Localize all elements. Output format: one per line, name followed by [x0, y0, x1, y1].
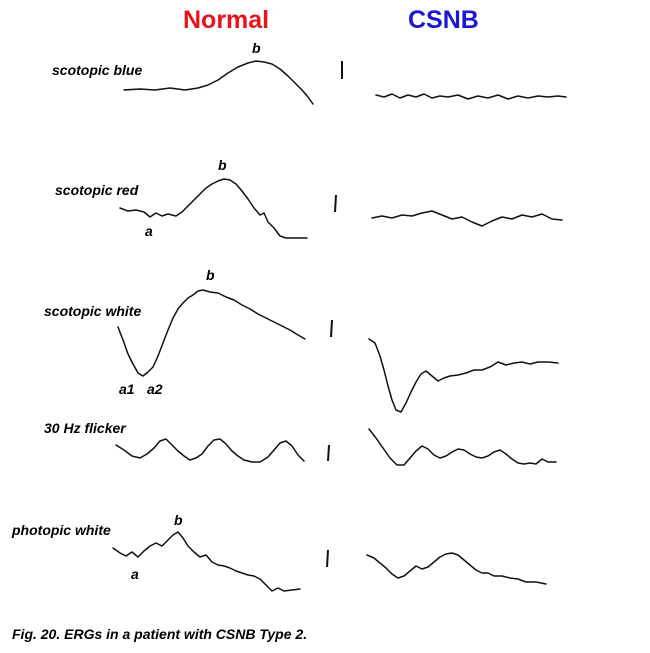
trace-normal-scotopic-red	[119, 178, 308, 239]
wave-label-b-photopic-white: b	[174, 512, 183, 528]
wave-label-a-photopic-white: a	[131, 566, 139, 582]
trace-normal-scotopic-white	[117, 289, 306, 377]
scale-bar-scotopic-white	[330, 319, 333, 338]
row-label-scotopic-white: scotopic white	[44, 303, 142, 319]
normal-column-header: Normal	[183, 6, 270, 34]
trace-normal-scotopic-blue	[123, 60, 314, 105]
scale-bar-30hz-flicker	[327, 444, 330, 462]
wave-label-a1-scotopic-white: a1	[119, 381, 135, 397]
wave-label-a-scotopic-red: a	[145, 223, 153, 239]
row-label-scotopic-blue: scotopic blue	[52, 62, 143, 78]
trace-normal-30hz-flicker	[115, 438, 305, 463]
trace-csnb-photopic-white	[366, 552, 547, 585]
row-label-scotopic-red: scotopic red	[55, 182, 139, 198]
csnb-column-header: CSNB	[408, 6, 479, 34]
figure-caption: Fig. 20. ERGs in a patient with CSNB Typ…	[12, 626, 308, 642]
scale-bar-photopic-white	[326, 549, 329, 568]
row-label-30hz-flicker: 30 Hz flicker	[44, 420, 126, 436]
scale-bar-scotopic-red	[334, 194, 337, 213]
trace-csnb-scotopic-white	[368, 338, 559, 413]
row-label-photopic-white: photopic white	[12, 522, 111, 538]
wave-label-b-scotopic-red: b	[218, 157, 227, 173]
wave-label-a2-scotopic-white: a2	[147, 381, 163, 397]
trace-normal-photopic-white	[112, 531, 301, 592]
wave-label-b-scotopic-white: b	[206, 267, 215, 283]
trace-csnb-scotopic-red	[371, 210, 563, 227]
trace-csnb-scotopic-blue	[375, 93, 567, 100]
trace-csnb-30hz-flicker	[368, 428, 557, 466]
wave-label-b-scotopic-blue: b	[252, 40, 261, 56]
